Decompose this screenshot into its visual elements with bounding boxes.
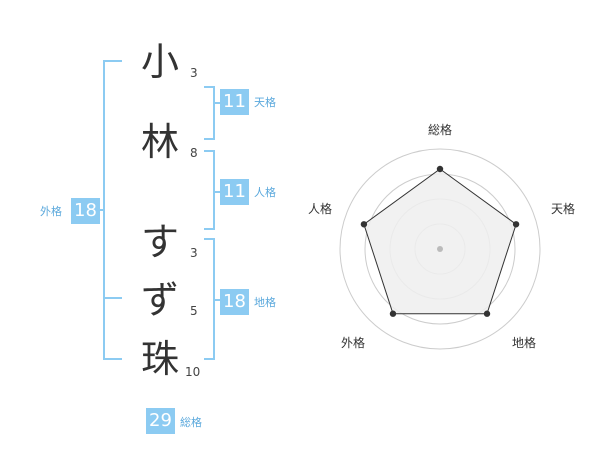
jinkaku-bracket [204, 150, 215, 230]
gaikaku-bracket-tick [96, 209, 105, 211]
tenkaku-bracket-tick [213, 102, 221, 104]
name-char-3: す [140, 220, 179, 264]
tenkaku-value-badge: 11 [220, 89, 249, 115]
soukaku-value-badge: 29 [146, 408, 175, 434]
name-char-5: 珠 [140, 337, 179, 381]
stroke-count-2: 8 [190, 146, 198, 160]
radar-point-1 [436, 165, 444, 173]
radar-label-jinkaku: 人格 [308, 202, 333, 216]
radar-polygon [363, 168, 517, 315]
jinkaku-bracket-tick [213, 191, 221, 193]
name-char-2: 林 [140, 120, 179, 164]
radar-label-tenkaku: 天格 [551, 202, 576, 216]
stroke-count-3: 3 [190, 246, 198, 260]
chikaku-label: 地格 [254, 296, 276, 309]
stroke-count-5: 10 [185, 365, 201, 379]
radar-label-chikaku: 地格 [512, 336, 537, 350]
gaikaku-bracket-mid-tick [103, 297, 122, 299]
stroke-count-1: 3 [190, 66, 198, 80]
stroke-count-4: 5 [190, 304, 198, 318]
radar-point-4 [389, 310, 397, 317]
gaikaku-value-badge: 18 [71, 198, 100, 224]
chikaku-value-badge: 18 [220, 289, 249, 315]
name-char-1: 小 [140, 40, 179, 84]
radar-label-soukaku: 総格 [428, 123, 453, 137]
jinkaku-label: 人格 [254, 186, 276, 199]
chikaku-bracket-tick [213, 299, 221, 301]
radar-point-2 [512, 221, 520, 228]
radar-center-dot [437, 246, 443, 252]
name-char-4: ず [140, 278, 179, 322]
radar-point-5 [360, 221, 368, 228]
soukaku-label: 総格 [180, 416, 202, 429]
tenkaku-bracket [204, 86, 215, 140]
radar-point-3 [483, 310, 491, 317]
tenkaku-label: 天格 [254, 96, 276, 109]
gaikaku-label: 外格 [40, 205, 62, 218]
radar-ring-4 [339, 148, 541, 350]
radar-label-gaikaku: 外格 [341, 336, 366, 350]
jinkaku-value-badge: 11 [220, 179, 249, 205]
